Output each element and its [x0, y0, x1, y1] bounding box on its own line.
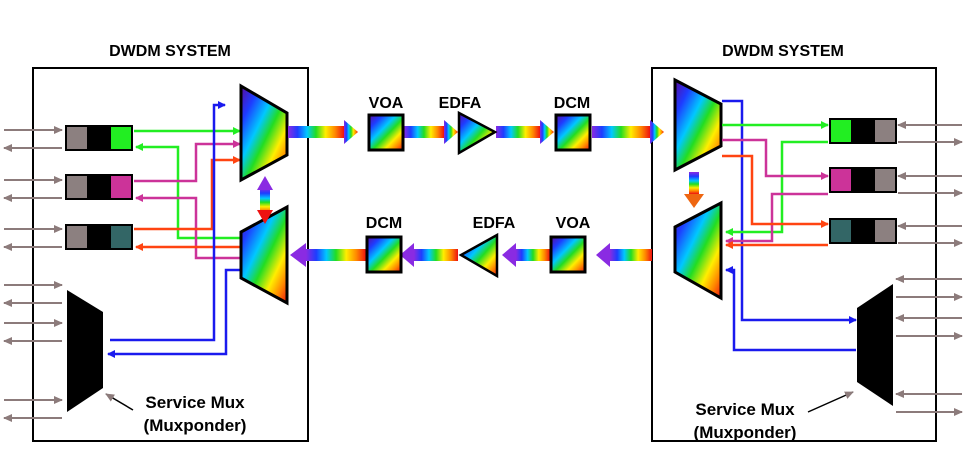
left-blue-routes: [107, 101, 240, 358]
right-magenta-routes: [722, 138, 829, 245]
top-dcm-square-icon: [554, 113, 592, 152]
bottom-component-label-edfa: EDFA: [473, 215, 516, 232]
left-system-title: DWDM SYSTEM: [109, 43, 231, 60]
top-component-label-dcm: DCM: [554, 95, 590, 112]
left-service-mux-label: Service Mux: [145, 393, 245, 412]
top-voa-square-icon: [367, 113, 405, 152]
bottom-edfa-triangle-icon: [458, 232, 499, 279]
left-client-arrows: [3, 126, 63, 422]
right-service-mux-label: Service Mux: [695, 400, 795, 419]
bottom-link-fiber: [290, 243, 652, 267]
left-service-mux-icon: [67, 290, 103, 412]
top-edfa-triangle-icon: [457, 110, 498, 156]
top-component-label-voa: VOA: [369, 95, 404, 112]
left-green-routes: [134, 127, 241, 240]
right-client-arrows: [895, 121, 963, 416]
right-blue-routes: [722, 99, 857, 352]
right-osc-rainbow-arrow-icon: [684, 172, 704, 208]
top-link-fiber: [288, 120, 664, 144]
right-demux-trapezoid-icon: [673, 77, 723, 173]
right-mux-trapezoid-icon: [673, 200, 723, 301]
right-system-title: DWDM SYSTEM: [722, 43, 844, 60]
left-transponder-teal: [65, 224, 133, 250]
top-component-label-edfa: EDFA: [439, 95, 482, 112]
left-transponder-magenta: [65, 174, 133, 200]
left-demux-trapezoid-icon: [239, 204, 289, 306]
right-transponder-teal: [829, 218, 897, 244]
right-service-mux-pointer: [807, 391, 854, 413]
right-service-mux-icon: [857, 284, 893, 406]
bottom-component-label-dcm: DCM: [366, 215, 402, 232]
right-transponder-green: [829, 118, 897, 144]
bottom-voa-square-icon: [549, 235, 587, 274]
right-red-routes: [722, 154, 829, 249]
bottom-component-label-voa: VOA: [556, 215, 591, 232]
left-transponder-green: [65, 125, 133, 151]
bottom-dcm-square-icon: [365, 235, 403, 274]
right-green-routes: [722, 121, 829, 236]
left-service-mux-pointer: [105, 393, 134, 411]
left-service-mux-sublabel: (Muxponder): [144, 416, 247, 435]
left-mux-trapezoid-icon: [239, 83, 289, 183]
right-service-mux-sublabel: (Muxponder): [694, 423, 797, 442]
left-osc-rainbow-arrow-icon: [257, 176, 273, 224]
left-red-routes: [134, 156, 241, 251]
right-transponder-magenta: [829, 167, 897, 193]
